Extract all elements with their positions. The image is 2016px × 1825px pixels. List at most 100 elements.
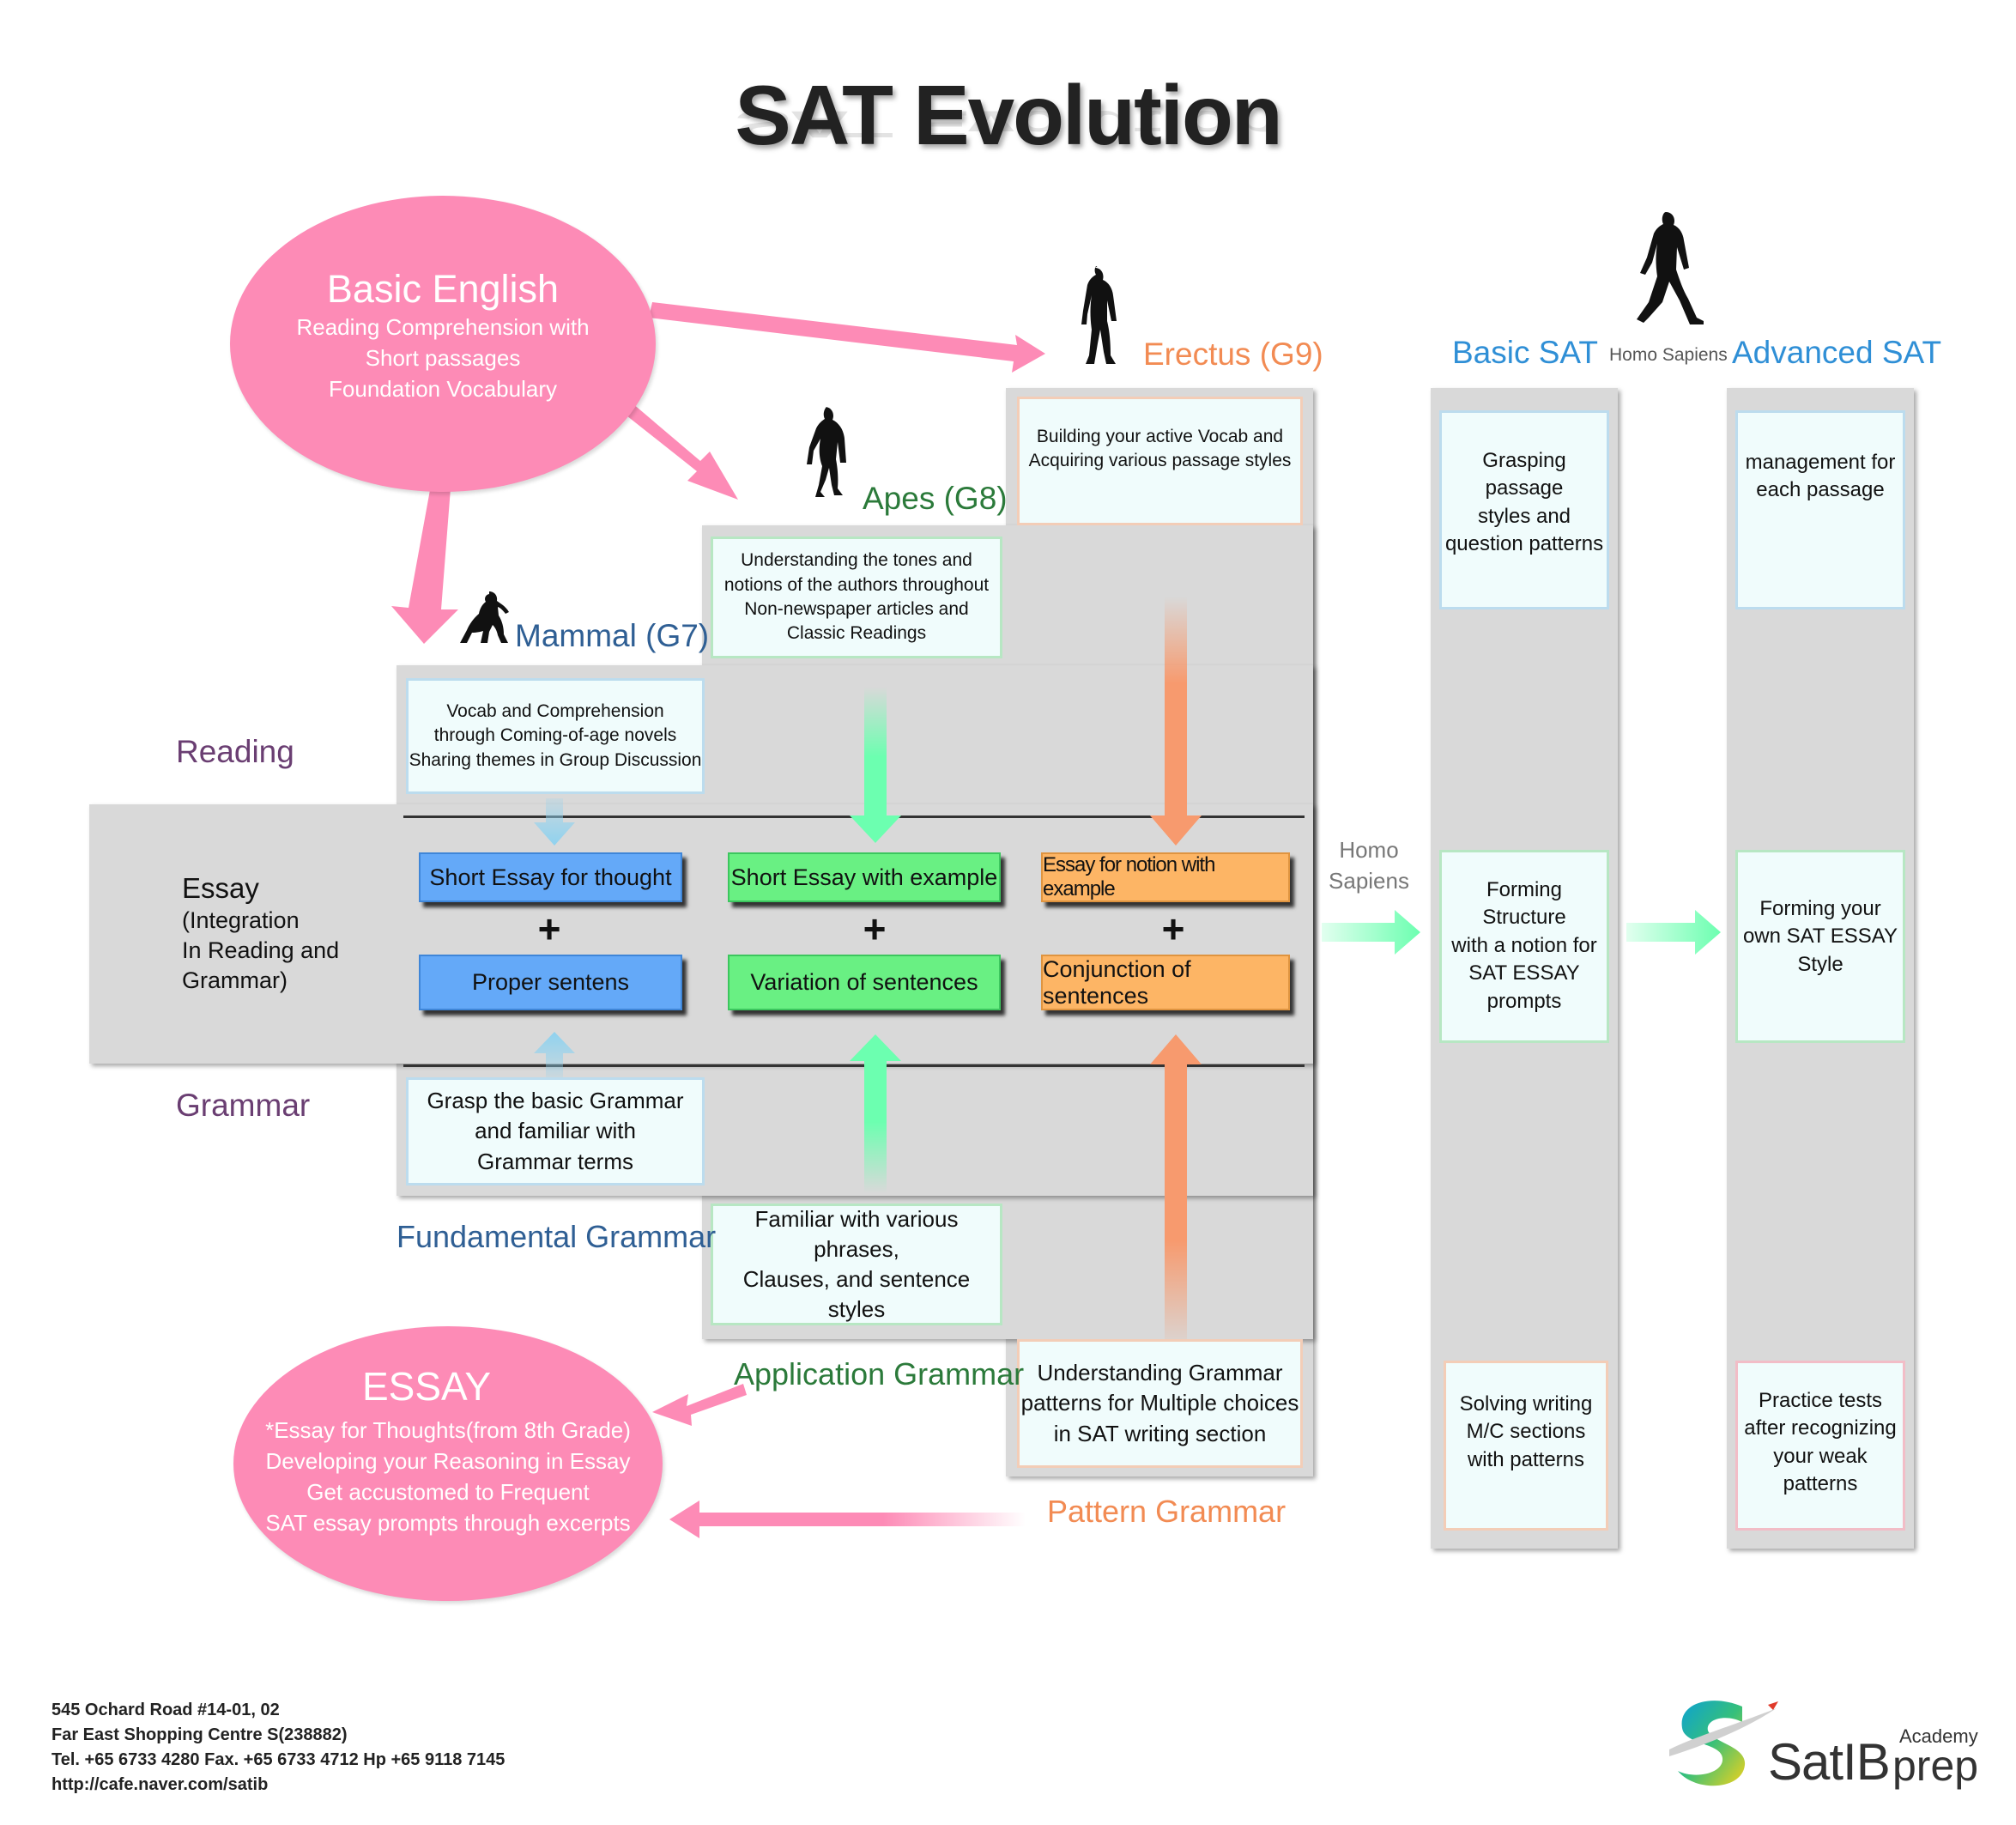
essay-box-short-essay-for-thought: Short Essay for thought (419, 852, 682, 902)
card-line: Non-newspaper articles and (744, 599, 969, 619)
homo-sapiens-arrow-line: Sapiens (1329, 868, 1409, 894)
card-line: Vocab and Comprehension (446, 700, 664, 721)
basic-english-line: Foundation Vocabulary (329, 375, 557, 402)
logo-prep: prep (1892, 1742, 1979, 1790)
essay-bubble-line: SAT essay prompts through excerpts (265, 1510, 631, 1536)
stage-label-erectus: Erectus (G9) (1143, 337, 1323, 372)
reading-card-g9: Building your active Vocab and Acquiring… (1017, 397, 1303, 525)
card-line: Classic Readings (786, 623, 927, 644)
basic-english-bubble: Basic English Reading Comprehension with… (230, 196, 656, 492)
card-line: Forming Structure (1482, 878, 1566, 930)
basic-sat-card-bottom: Solving writing M/C sections with patter… (1444, 1361, 1608, 1531)
page-title: SAT Evolution (735, 68, 1282, 162)
card-line: through Coming-of-age novels (433, 725, 677, 746)
address-line: http://cafe.naver.com/satib (51, 1775, 269, 1794)
grammar-card-g8: Familiar with various phrases, Clauses, … (711, 1204, 1002, 1325)
card-line: Grasp the basic Grammar (427, 1088, 684, 1114)
basic-english-title: Basic English (326, 266, 560, 311)
stage-label-advanced-sat: Advanced SAT (1732, 335, 1942, 370)
reading-separator (403, 815, 1305, 818)
plus-sign: + (537, 906, 561, 951)
stage-label-basic-sat: Basic SAT (1452, 335, 1598, 370)
essay-bubble-line: Get accustomed to Frequent (306, 1479, 590, 1505)
basic-english-line: Reading Comprehension with (296, 313, 590, 340)
essay-label-title: Essay (182, 872, 259, 904)
essay-box-conjunction-of-sentences: Conjunction of sentences (1041, 955, 1290, 1010)
card-line: management for (1745, 451, 1896, 474)
card-line: notions of the authors throughout (723, 574, 990, 595)
logo-academy: Academy (1899, 1725, 1978, 1747)
application-grammar-label: Application Grammar (734, 1356, 1025, 1391)
basic-english-line: Short passages (365, 344, 521, 371)
mammal-silhouette-icon (460, 591, 509, 643)
logo-name: SatIB (1768, 1733, 1891, 1791)
essay-integration-label: Essay (Integration In Reading and Gramma… (182, 871, 339, 996)
stage-label-apes: Apes (G8) (863, 481, 1008, 516)
card-line: prompts (1486, 989, 1562, 1013)
erectus-silhouette-icon (1081, 266, 1117, 364)
stage-label-homo-sapiens: Homo Sapiens (1609, 345, 1728, 365)
card-line: Grammar terms (477, 1148, 633, 1174)
card-line: Forming your (1759, 897, 1881, 920)
homo-sapiens-arrow-label: Homo Sapiens (1322, 834, 1416, 896)
homo-sapiens-silhouette-icon (1637, 212, 1704, 324)
homo-sapiens-arrow-line: Homo (1339, 837, 1399, 863)
essay-bubble-title: ESSAY (362, 1364, 491, 1409)
essay-box-short-essay-with-example: Short Essay with example (728, 852, 1001, 902)
card-line: Building your active Vocab and (1036, 427, 1284, 446)
essay-label-line: Grammar) (182, 967, 288, 993)
card-line: each passage (1756, 478, 1885, 502)
advanced-sat-card-top: management for each passage (1735, 410, 1905, 609)
pattern-grammar-label: Pattern Grammar (1047, 1494, 1286, 1529)
card-line: after recognizing (1744, 1416, 1897, 1440)
card-line: styles and (1477, 504, 1571, 528)
essay-bubble-line: *Essay for Thoughts(from 8th Grade) (265, 1417, 631, 1443)
grammar-label: Grammar (176, 1088, 311, 1123)
card-line: Acquiring various passage styles (1028, 451, 1292, 471)
card-line: own SAT ESSAY (1742, 925, 1898, 949)
card-line: Solving writing (1459, 1392, 1593, 1416)
card-line: Grasping passage (1482, 449, 1566, 500)
address-block: 545 Ochard Road #14-01, 02 Far East Shop… (51, 1698, 505, 1798)
satib-logo-icon (1669, 1701, 1778, 1786)
card-line: Sharing themes in Group Discussion (409, 749, 702, 770)
grammar-card-g9: Understanding Grammar patterns for Multi… (1017, 1339, 1303, 1468)
card-line: patterns for Multiple choices (1020, 1390, 1299, 1416)
card-line: Style (1797, 952, 1843, 976)
advanced-sat-card-bottom: Practice tests after recognizing your we… (1735, 1361, 1905, 1531)
reading-label: Reading (176, 734, 294, 769)
stage-label-mammal: Mammal (G7) (515, 618, 710, 653)
essay-label-line: (Integration (182, 907, 300, 933)
advanced-sat-card-middle: Forming your own SAT ESSAY Style (1735, 850, 1905, 1043)
card-line: M/C sections (1466, 1420, 1586, 1444)
card-line: and familiar with (475, 1118, 636, 1144)
basic-sat-card-middle: Forming Structure with a notion for SAT … (1439, 850, 1609, 1043)
ape-silhouette-icon (807, 407, 846, 497)
fundamental-grammar-label: Fundamental Grammar (397, 1219, 717, 1254)
card-line: in SAT writing section (1053, 1420, 1267, 1446)
card-line: with a notion for (1451, 933, 1597, 957)
card-line: Familiar with various phrases, (754, 1205, 959, 1262)
card-line: question patterns (1444, 532, 1604, 556)
address-line: Tel. +65 6733 4280 Fax. +65 6733 4712 Hp… (51, 1750, 506, 1769)
card-line: patterns (1783, 1472, 1858, 1496)
essay-box-proper-sentens: Proper sentens (419, 955, 682, 1010)
reading-card-g8: Understanding the tones and notions of t… (711, 537, 1002, 658)
essay-label-line: In Reading and (182, 937, 340, 963)
essay-bubble-line: Developing your Reasoning in Essay (265, 1448, 631, 1474)
reading-card-g7: Vocab and Comprehension through Coming-o… (406, 678, 705, 794)
address-line: Far East Shopping Centre S(238882) (51, 1725, 348, 1744)
card-line: Understanding Grammar (1037, 1360, 1283, 1386)
essay-box-variation-of-sentences: Variation of sentences (728, 955, 1001, 1010)
panel-essay-band (89, 804, 1313, 1064)
card-line: with patterns (1467, 1447, 1585, 1471)
card-line: your weak (1773, 1444, 1868, 1468)
card-line: Understanding the tones and (741, 550, 972, 571)
grammar-separator (403, 1064, 1305, 1067)
address-line: 545 Ochard Road #14-01, 02 (51, 1701, 280, 1719)
essay-bubble: ESSAY *Essay for Thoughts(from 8th Grade… (233, 1326, 663, 1601)
card-line: SAT ESSAY (1468, 961, 1580, 985)
card-line: Clauses, and sentence styles (742, 1266, 971, 1323)
plus-sign: + (1161, 906, 1185, 951)
basic-sat-card-top: Grasping passage styles and question pat… (1439, 410, 1609, 609)
